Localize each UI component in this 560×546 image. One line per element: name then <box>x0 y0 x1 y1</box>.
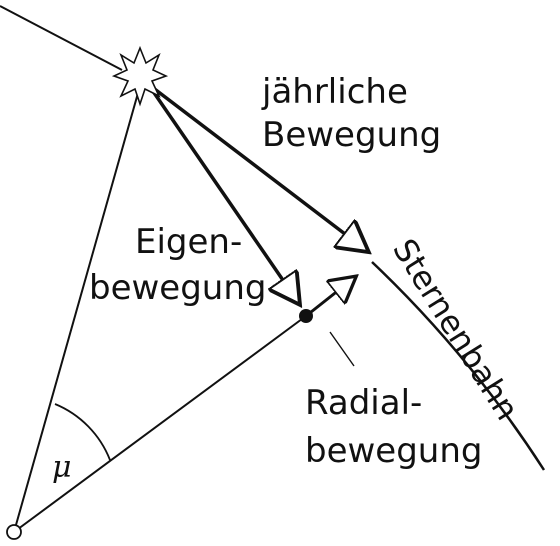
proper-motion-arrow <box>146 83 298 302</box>
proper-motion-label-line2: bewegung <box>89 268 267 308</box>
mu-angle-label: μ <box>52 450 72 485</box>
observer-to-star-line <box>13 92 139 533</box>
star-position-dot <box>299 309 313 323</box>
mu-angle-arc <box>54 403 111 461</box>
radial-motion-leader <box>329 331 355 367</box>
incoming-sight-line <box>0 5 123 71</box>
star-icon <box>111 45 169 107</box>
observer-icon <box>6 524 22 540</box>
annual-motion-arrow <box>146 82 366 250</box>
proper-motion-label-line1: Eigen- <box>135 222 242 262</box>
star-path-curve <box>371 261 546 471</box>
radial-motion-arrow <box>305 278 354 318</box>
radial-motion-label-line1: Radial- <box>305 383 422 423</box>
observer-to-position-line <box>13 315 307 533</box>
radial-motion-label-line2: bewegung <box>305 431 483 471</box>
annual-motion-label-line1: jährliche <box>261 72 408 112</box>
annual-motion-label-line2: Bewegung <box>262 115 441 155</box>
